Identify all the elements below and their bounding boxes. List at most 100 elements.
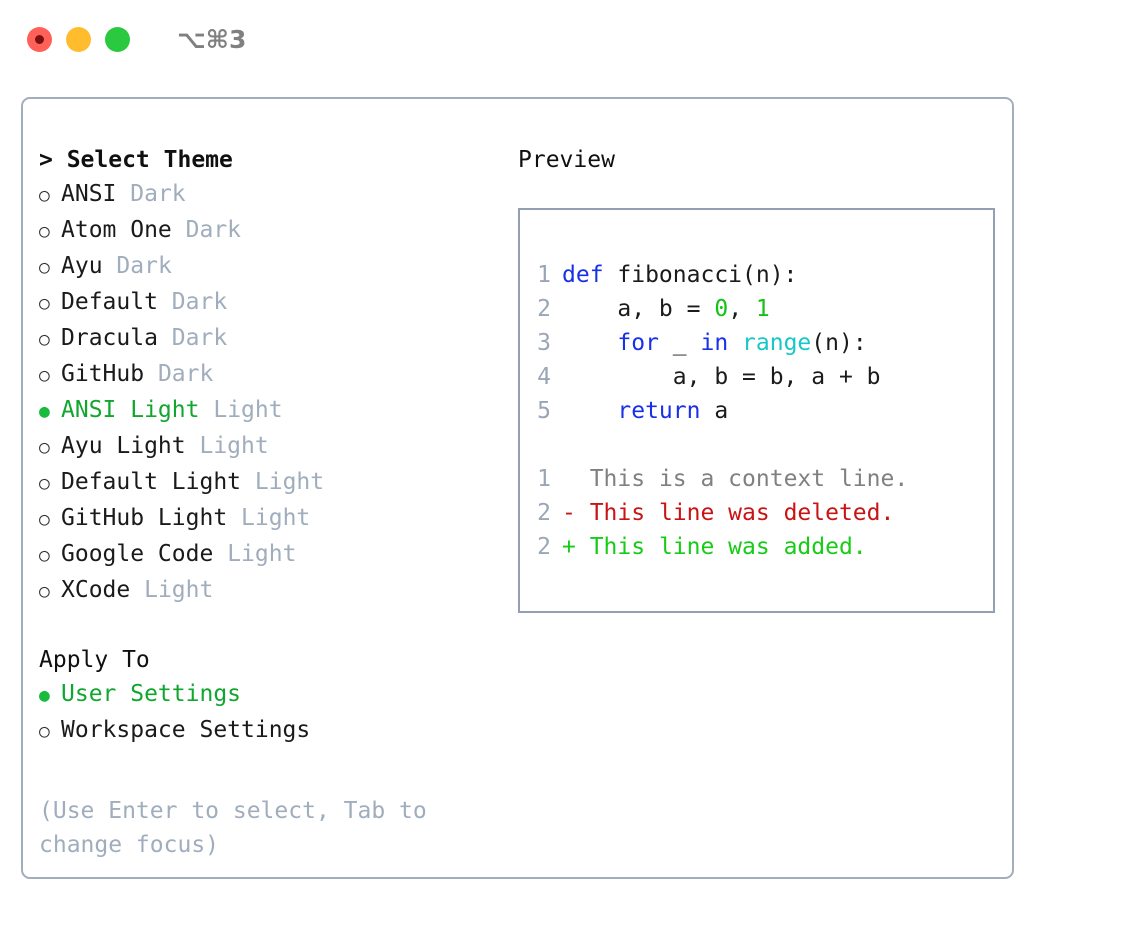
theme-option[interactable]: ○ GitHub Light Light — [39, 501, 501, 537]
apply-to-option[interactable]: ●User Settings — [39, 677, 501, 713]
main-panel: > Select Theme ○ANSI Dark○Atom One Dark○… — [21, 97, 1014, 879]
theme-option[interactable]: ○ GitHub Dark — [39, 357, 501, 393]
line-number: 5 — [537, 398, 551, 424]
keyboard-hint-text: (Use Enter to select, Tab to change focu… — [39, 798, 441, 858]
code-token-plain: a — [714, 398, 729, 424]
code-line: 3 for _ in range(n): — [534, 326, 993, 360]
code-line: 5 return a — [534, 394, 993, 428]
label-gap — [227, 501, 241, 535]
code-token-plain: , — [728, 296, 756, 322]
theme-variant-badge: Light — [227, 541, 297, 567]
theme-variant-badge: Dark — [185, 217, 242, 243]
minimize-button[interactable] — [66, 26, 91, 52]
theme-option-name: Ayu — [61, 253, 103, 279]
code-token-built: range — [742, 330, 812, 356]
theme-option[interactable]: ○Default Dark — [39, 285, 501, 321]
label-gap — [199, 393, 213, 427]
code-line: 2 a, b = 0, 1 — [534, 292, 993, 326]
diff-text: This line was added. — [589, 534, 867, 560]
close-button[interactable] — [27, 26, 52, 52]
diff-text: This line was deleted. — [589, 500, 895, 526]
line-number: 1 — [537, 466, 551, 492]
theme-variant-badge: Dark — [157, 361, 214, 387]
theme-variant-badge: Light — [199, 433, 269, 459]
preview-heading: Preview — [518, 147, 615, 173]
code-token-plain: _ — [672, 330, 701, 356]
title-bar: ⌥⌘3 — [0, 0, 1140, 78]
radio-unselected-icon: ○ — [39, 221, 50, 242]
theme-option[interactable]: ○ Dracula Dark — [39, 321, 501, 357]
theme-variant-badge: Dark — [130, 181, 186, 207]
code-line: 4 a, b = b, a + b — [534, 360, 993, 394]
theme-variant-badge: Light — [241, 505, 311, 531]
radio-unselected-icon: ○ — [39, 293, 50, 314]
theme-option-name: GitHub Light — [61, 505, 228, 531]
select-theme-heading: > Select Theme — [39, 147, 233, 173]
window-controls — [27, 26, 130, 52]
theme-option[interactable]: ● ANSI Light Light — [39, 393, 501, 429]
code-token-plain: a, b = b, a + b — [562, 364, 881, 390]
code-token-kw: def — [562, 262, 618, 288]
code-content: for _ in range(n): — [562, 326, 867, 360]
radio-unselected-icon: ○ — [39, 329, 50, 350]
theme-option[interactable]: ○Google Code Light — [39, 537, 501, 573]
radio-selected-icon: ● — [39, 401, 50, 422]
label-gap — [172, 213, 186, 247]
code-content: return a — [562, 394, 728, 428]
code-token-num: 1 — [755, 296, 770, 322]
theme-option[interactable]: ○ Atom One Dark — [39, 213, 501, 249]
code-content: a, b = b, a + b — [562, 360, 881, 394]
apply-to-heading: Apply To — [39, 647, 150, 673]
code-content: a, b = 0, 1 — [562, 292, 770, 326]
code-token-plain: a, b = — [562, 296, 715, 322]
code-content: def fibonacci(n): — [562, 258, 797, 292]
theme-option[interactable]: ○Ayu Light Light — [39, 429, 501, 465]
radio-unselected-icon: ○ — [39, 473, 50, 494]
label-gap — [144, 357, 158, 391]
code-token-plain: (n): — [811, 330, 867, 356]
recording-indicator-icon — [35, 34, 44, 44]
radio-unselected-icon: ○ — [39, 509, 50, 530]
theme-picker-column: > Select Theme ○ANSI Dark○Atom One Dark○… — [39, 143, 501, 862]
label-gap — [158, 321, 172, 355]
theme-option-name: Dracula — [61, 325, 158, 351]
line-number: 2 — [537, 534, 551, 560]
radio-unselected-icon: ○ — [39, 185, 50, 206]
diff-marker: + — [562, 534, 590, 560]
theme-variant-badge: Dark — [116, 253, 172, 279]
diff-marker: - — [562, 500, 590, 526]
code-token-kw: for — [562, 330, 673, 356]
theme-option-name: Atom One — [61, 217, 172, 243]
theme-option[interactable]: ○ANSI Dark — [39, 177, 501, 213]
theme-option[interactable]: ○XCode Light — [39, 573, 501, 609]
line-number: 2 — [537, 500, 551, 526]
radio-unselected-icon: ○ — [39, 581, 50, 602]
theme-option-name: ANSI Light — [61, 397, 200, 423]
label-gap — [130, 573, 144, 607]
theme-option[interactable]: ○ Ayu Dark — [39, 249, 501, 285]
theme-variant-badge: Light — [254, 469, 325, 495]
label-gap — [241, 465, 255, 499]
theme-option[interactable]: ○ Default Light Light — [39, 465, 501, 501]
apply-to-option[interactable]: ○Workspace Settings — [39, 713, 501, 749]
theme-variant-badge: Light — [213, 397, 283, 423]
radio-unselected-icon: ○ — [39, 365, 50, 386]
apply-to-option-label: User Settings — [61, 681, 242, 707]
label-gap — [103, 249, 117, 283]
apply-to-option-label: Workspace Settings — [61, 717, 311, 743]
label-gap — [213, 537, 227, 571]
theme-option-name: Default Light — [61, 469, 242, 495]
label-gap — [158, 285, 172, 319]
code-token-num: 0 — [714, 296, 729, 322]
radio-unselected-icon: ○ — [39, 257, 50, 278]
list-spacer — [39, 609, 501, 643]
maximize-button[interactable] — [105, 26, 130, 52]
theme-option-name: GitHub — [61, 361, 145, 387]
theme-variant-badge: Dark — [171, 325, 228, 351]
code-token-kw: return — [562, 398, 715, 424]
theme-option-name: Default — [61, 289, 158, 315]
radio-unselected-icon: ○ — [39, 545, 50, 566]
